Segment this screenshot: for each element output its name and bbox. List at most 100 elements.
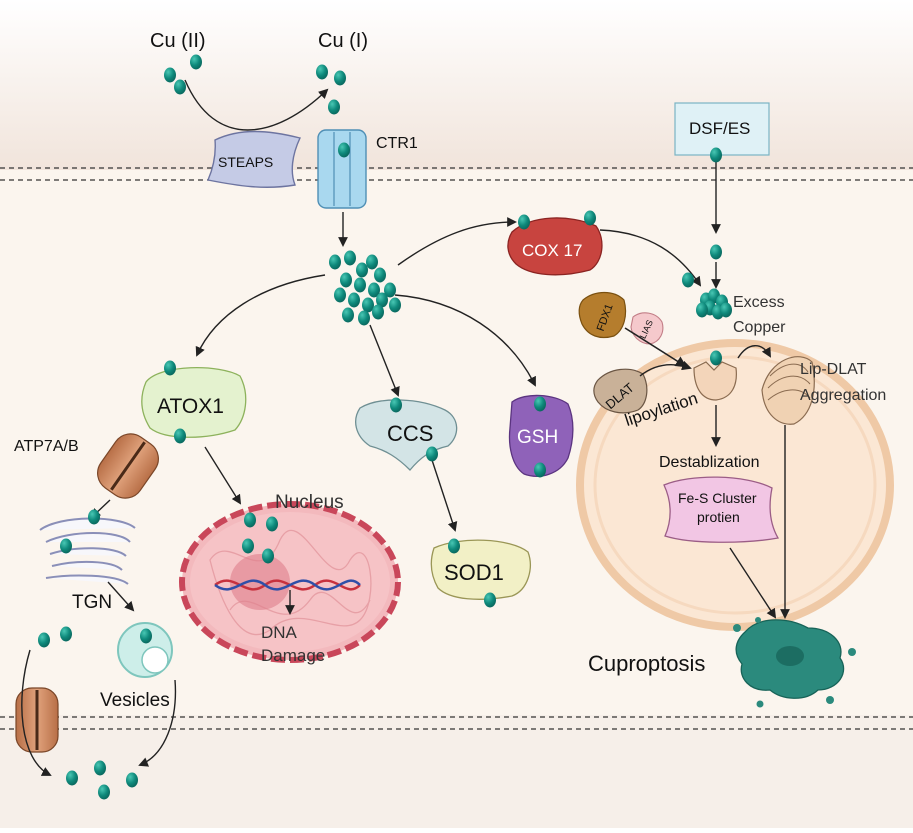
cox17-protein [507, 217, 603, 276]
copper-ion-dot [344, 250, 356, 266]
copper-ion-dot [376, 292, 388, 308]
atp7-membrane-transporter [15, 687, 59, 753]
copper-ion-dot [126, 772, 138, 788]
copper-ion-dot [448, 538, 460, 554]
copper-ion-dot [682, 272, 694, 288]
sod1-label: SOD1 [444, 560, 504, 585]
copper-ion-dot [328, 99, 340, 115]
tgn-to-vesicles-arrow [107, 581, 135, 612]
lip-dlat-label-2: Aggregation [800, 387, 886, 404]
sod1-protein [430, 539, 531, 600]
cu-ii-label: Cu (II) [150, 30, 206, 52]
dlat-protein [593, 368, 648, 414]
dsf-es-label: DSF/ES [689, 119, 750, 138]
copper-ion-dot [38, 632, 50, 648]
dlat-arrow [639, 360, 692, 377]
nucleus-label: Nucleus [275, 492, 344, 513]
arrow-to-ccs [369, 324, 400, 397]
gsh-protein [508, 394, 574, 477]
arrow-cox17-to-excess [599, 229, 702, 287]
copper-ion-dot [358, 310, 370, 326]
atp7ab-label: ATP7A/B [14, 438, 79, 455]
copper-ions [38, 54, 732, 800]
ccs-to-sod1-arrow [431, 459, 458, 532]
cox17-label: COX 17 [522, 241, 582, 260]
copper-ion-dot [334, 70, 346, 86]
copper-ion-dot [60, 538, 72, 554]
fdx1-protein [578, 291, 627, 339]
destab-label: Destablization [659, 454, 760, 471]
arrow-to-atox1 [195, 274, 326, 357]
copper-ion-dot [262, 548, 274, 564]
copper-ion-dot [164, 360, 176, 376]
copper-ion-dot [174, 79, 186, 95]
dsf-es-box [674, 102, 770, 156]
plasma-membrane-top [0, 167, 913, 181]
aggregation-arrow [737, 345, 771, 359]
copper-ion-dot [372, 304, 384, 320]
fes-cluster-protein [663, 476, 780, 543]
cuproptosis-cell [733, 617, 856, 708]
vesicle [117, 622, 173, 678]
dna-damage-label-1: DNA [261, 623, 298, 642]
dlat-monomer [693, 361, 737, 401]
atp7ab-transporter [97, 433, 159, 499]
extracellular-bottom [0, 715, 913, 828]
reduction-arrow [184, 79, 329, 131]
fes-label-1: Fe-S Cluster [678, 490, 757, 506]
exocytosis-arrow [21, 649, 52, 776]
copper-ion-dot [534, 396, 546, 412]
vesicles-label: Vesicles [100, 690, 170, 711]
plasma-membrane-bottom [0, 716, 913, 730]
copper-ion-dot [584, 210, 596, 226]
steaps-protein [207, 130, 301, 188]
copper-ion-dot [140, 628, 152, 644]
copper-ion-dot [710, 147, 722, 163]
copper-ion-dot [710, 350, 722, 366]
copper-ion-dot [366, 254, 378, 270]
copper-ion-dot [338, 142, 350, 158]
copper-ion-dot [88, 509, 100, 525]
excess-copper-label-2: Copper [733, 319, 786, 336]
copper-ion-dot [534, 462, 546, 478]
copper-ion-dot [174, 428, 186, 444]
lip-dlat-aggregate [761, 356, 815, 425]
vesicle-exit-arrow [138, 679, 177, 767]
copper-ion-dot [356, 262, 368, 278]
copper-ion-dot [384, 282, 396, 298]
copper-ion-dot [354, 277, 366, 293]
gsh-label: GSH [517, 427, 558, 448]
copper-ion-dot [342, 307, 354, 323]
nucleus [179, 501, 401, 663]
tgn-golgi [39, 517, 136, 585]
atox1-protein [141, 366, 247, 438]
copper-ion-dot [190, 54, 202, 70]
copper-ion-dot [340, 272, 352, 288]
steaps-label: STEAPS [218, 154, 273, 170]
copper-ion-dot [164, 67, 176, 83]
arrow-to-gsh [394, 294, 536, 387]
copper-ion-dot [518, 214, 530, 230]
ctr1-label: CTR1 [376, 135, 418, 152]
arrow-to-cox17 [397, 217, 517, 266]
copper-ion-dot [329, 254, 341, 270]
fdx1-lias-arrow [624, 327, 687, 368]
copper-ion-dot [334, 287, 346, 303]
copper-ion-dot [60, 626, 72, 642]
ccs-label: CCS [387, 421, 433, 446]
cuproptosis-label: Cuproptosis [588, 651, 705, 676]
excess-copper-label-1: Excess [733, 294, 785, 311]
cu-i-label: Cu (I) [318, 30, 368, 52]
lip-dlat-label-1: Lip-DLAT [800, 361, 867, 378]
copper-ion-dot [374, 267, 386, 283]
copper-ion-dot [266, 516, 278, 532]
copper-ion-dot [720, 302, 732, 318]
atox1-label: ATOX1 [157, 395, 224, 418]
dna-damage-label-2: Damage [261, 646, 325, 665]
copper-ion-dot [348, 292, 360, 308]
copper-ion-dot [390, 397, 402, 413]
copper-ion-dot [94, 760, 106, 776]
copper-ion-dot [66, 770, 78, 786]
copper-ion-dot [242, 538, 254, 554]
